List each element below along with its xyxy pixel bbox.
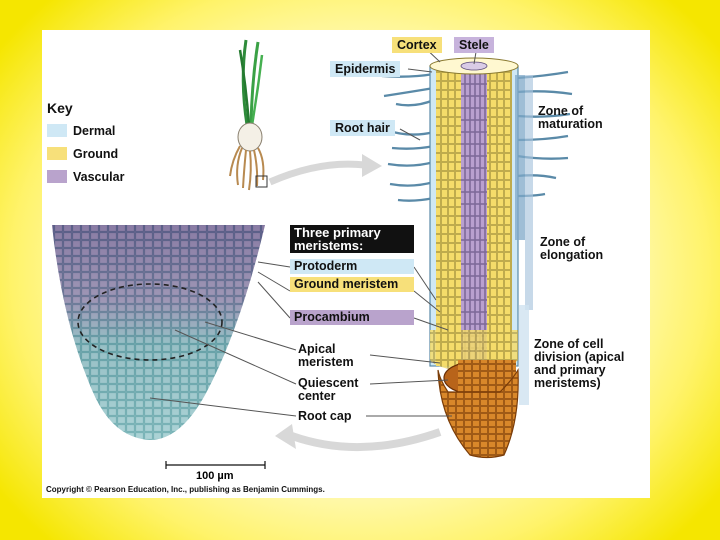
zone-division-label: Zone of cell division (apical and primar… — [534, 337, 625, 390]
root-hair-label: Root hair — [330, 120, 395, 136]
key-label-ground: Ground — [73, 147, 119, 161]
stele-label: Stele — [454, 37, 494, 53]
zone-maturation-bar — [515, 75, 525, 240]
meristems-heading: Three primary meristems: — [290, 225, 414, 253]
apical-meristem-label: Apical meristem — [298, 342, 354, 369]
key-swatch-dermal — [47, 124, 67, 137]
key-swatch-vascular — [47, 170, 67, 183]
cortex-label: Cortex — [392, 37, 442, 53]
key-title: Key — [47, 100, 73, 116]
quiescent-center-label: Quiescent center — [298, 376, 359, 403]
key-label-vascular: Vascular — [73, 170, 125, 184]
leader-lines — [149, 44, 477, 417]
ground-meristem-label: Ground meristem — [290, 277, 414, 292]
epidermis-label: Epidermis — [330, 61, 401, 77]
procambium-label: Procambium — [290, 310, 414, 325]
zoom-arrow-top — [268, 160, 366, 186]
key-swatch-ground — [47, 147, 67, 160]
zone-maturation-label: Zone of maturation — [538, 104, 603, 131]
root-longitudinal-section — [429, 57, 519, 459]
root-tip-micrograph — [52, 225, 265, 440]
zone-elongation-label: Zone of elongation — [540, 235, 604, 262]
zone-division-bar — [519, 305, 529, 405]
root-cap-label: Root cap — [298, 409, 352, 423]
protoderm-label: Protoderm — [290, 259, 414, 274]
key-label-dermal: Dermal — [73, 124, 116, 138]
scale-bar-label: 100 µm — [196, 470, 234, 482]
zoom-arrow-bottom — [290, 428, 442, 452]
onion-plant-illustration — [229, 39, 268, 191]
scale-bar — [165, 461, 266, 469]
zone-elongation-bar — [525, 75, 533, 310]
copyright-text: Copyright © Pearson Education, Inc., pub… — [46, 485, 325, 494]
